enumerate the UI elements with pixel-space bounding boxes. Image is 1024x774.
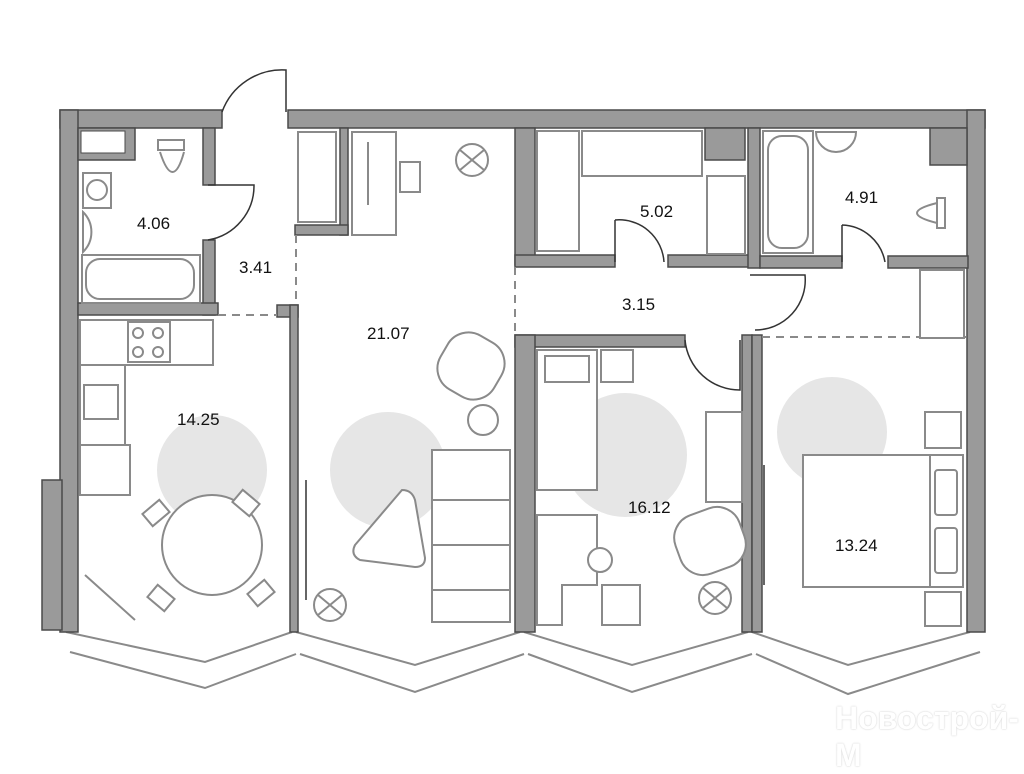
room-area-bedroom-1: 16.12	[628, 498, 671, 517]
bay-windows	[65, 631, 981, 696]
room-area-kitchen: 14.25	[177, 410, 220, 429]
walls	[41, 109, 986, 633]
room-area-bedroom-2: 13.24	[835, 536, 878, 555]
zone-lines	[218, 235, 967, 338]
room-area-bathroom-1: 4.06	[137, 214, 171, 233]
plant-icon	[455, 143, 489, 177]
room-area-corridor: 3.15	[622, 295, 656, 314]
plant-icon	[698, 581, 732, 615]
room-area-living-room: 21.07	[367, 324, 410, 343]
room-area-hallway: 3.41	[239, 258, 273, 277]
watermark: Новострой-М	[835, 700, 1019, 773]
furniture	[79, 130, 965, 627]
room-area-wardrobe: 5.02	[640, 202, 674, 221]
room-area-bathroom-2: 4.91	[845, 188, 879, 207]
doors	[207, 69, 886, 600]
plant-icon	[313, 588, 347, 622]
